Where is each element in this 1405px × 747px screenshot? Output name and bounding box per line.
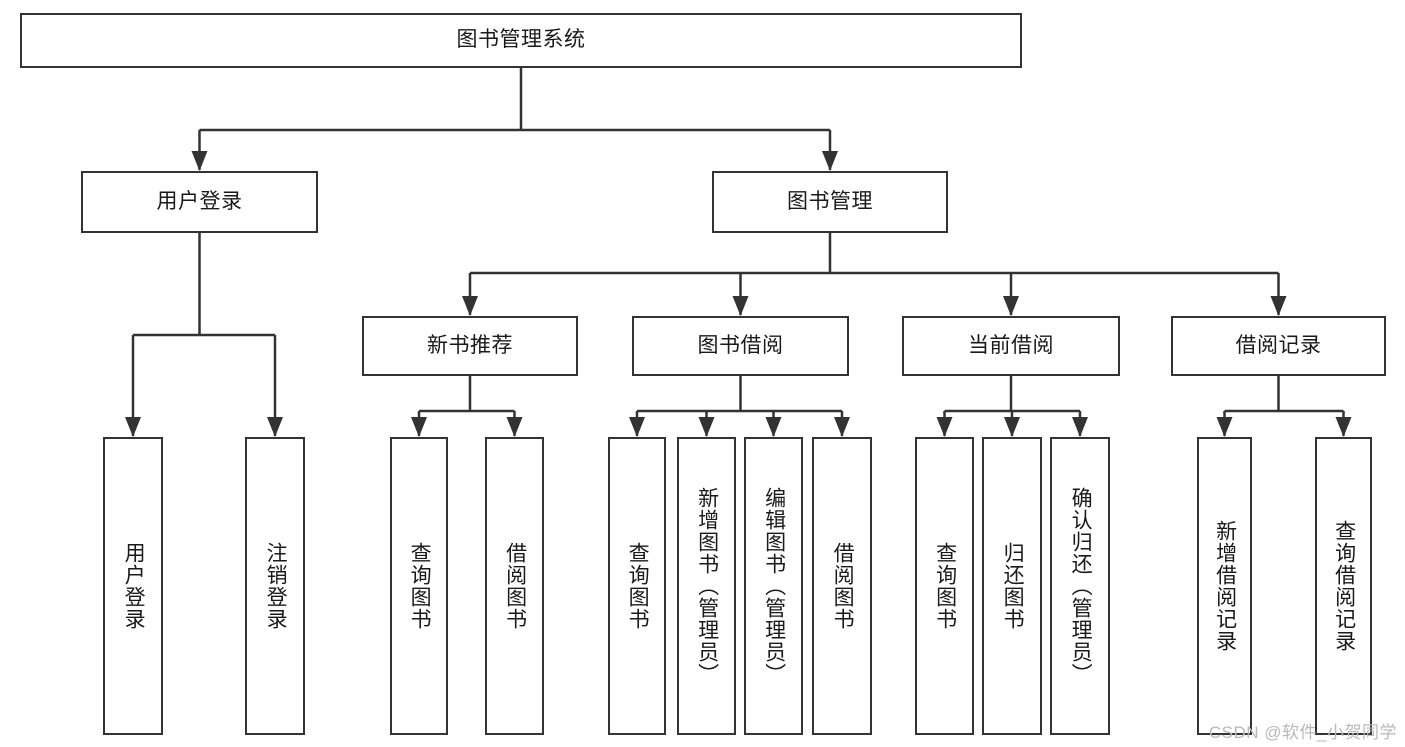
node-label: 新增图书（管理员）	[695, 487, 719, 685]
arrowhead	[411, 417, 427, 437]
arrowhead	[1270, 296, 1287, 316]
arrowhead	[462, 296, 478, 316]
node-leaf-rec-borrow[interactable]: 借阅图书	[485, 437, 544, 735]
node-leaf-rec-query[interactable]: 查询图书	[390, 437, 448, 735]
node-label: 图书管理	[787, 189, 873, 213]
node-leaf-bb-add[interactable]: 新增图书（管理员）	[677, 437, 736, 735]
node-book-manage[interactable]: 图书管理	[712, 171, 948, 233]
node-label: 当前借阅	[968, 333, 1054, 357]
node-root[interactable]: 图书管理系统	[20, 13, 1022, 68]
node-label: 注销登录	[264, 542, 288, 630]
node-current-borrow[interactable]: 当前借阅	[902, 316, 1120, 376]
arrowhead	[765, 417, 782, 437]
arrowhead	[191, 151, 208, 171]
node-label: 新增借阅记录	[1213, 520, 1237, 652]
arrowhead	[822, 151, 838, 171]
node-user-login[interactable]: 用户登录	[81, 171, 318, 233]
arrowhead	[629, 417, 645, 437]
arrowhead	[732, 296, 749, 316]
node-label: 确认归还（管理员）	[1069, 487, 1093, 685]
node-leaf-user-login[interactable]: 用户登录	[103, 437, 163, 735]
node-leaf-cb-confirm[interactable]: 确认归还（管理员）	[1050, 437, 1110, 735]
node-label: 编辑图书（管理员）	[762, 487, 786, 685]
node-label: 查询图书	[933, 542, 957, 630]
node-label: 查询图书	[626, 542, 650, 630]
node-leaf-cb-return[interactable]: 归还图书	[982, 437, 1042, 735]
node-leaf-logout[interactable]: 注销登录	[245, 437, 305, 735]
node-label: 查询借阅记录	[1332, 520, 1356, 652]
node-label: 借阅记录	[1235, 333, 1322, 357]
node-leaf-br-add[interactable]: 新增借阅记录	[1197, 437, 1252, 735]
node-leaf-bb-edit[interactable]: 编辑图书（管理员）	[744, 437, 803, 735]
node-leaf-bb-query[interactable]: 查询图书	[608, 437, 666, 735]
arrowhead	[834, 417, 850, 437]
node-label: 借阅图书	[831, 542, 855, 630]
watermark: CSDN @软件_小贺同学	[1208, 723, 1397, 742]
arrowhead	[698, 417, 715, 437]
node-book-borrow[interactable]: 图书借阅	[632, 316, 849, 376]
node-label: 新书推荐	[427, 333, 513, 357]
node-leaf-bb-borrow[interactable]: 借阅图书	[812, 437, 872, 735]
node-label: 用户登录	[156, 189, 243, 213]
node-label: 用户登录	[122, 542, 146, 630]
arrowhead	[125, 417, 141, 437]
arrowhead	[1216, 417, 1233, 437]
arrowhead	[506, 417, 523, 437]
node-new-book-rec[interactable]: 新书推荐	[362, 316, 578, 376]
node-label: 借阅图书	[503, 542, 527, 630]
arrowhead	[1003, 296, 1019, 316]
node-label: 图书管理系统	[456, 28, 586, 52]
arrowhead	[267, 417, 283, 437]
node-label: 查询图书	[408, 542, 432, 630]
node-borrow-record[interactable]: 借阅记录	[1171, 316, 1386, 376]
node-label: 图书借阅	[697, 333, 784, 357]
arrowhead	[1004, 417, 1020, 437]
node-leaf-br-query[interactable]: 查询借阅记录	[1315, 437, 1372, 735]
node-leaf-cb-query[interactable]: 查询图书	[915, 437, 974, 735]
arrowhead	[1072, 417, 1088, 437]
arrowhead	[1335, 417, 1352, 437]
node-label: 归还图书	[1001, 542, 1025, 630]
arrowhead	[936, 417, 953, 437]
